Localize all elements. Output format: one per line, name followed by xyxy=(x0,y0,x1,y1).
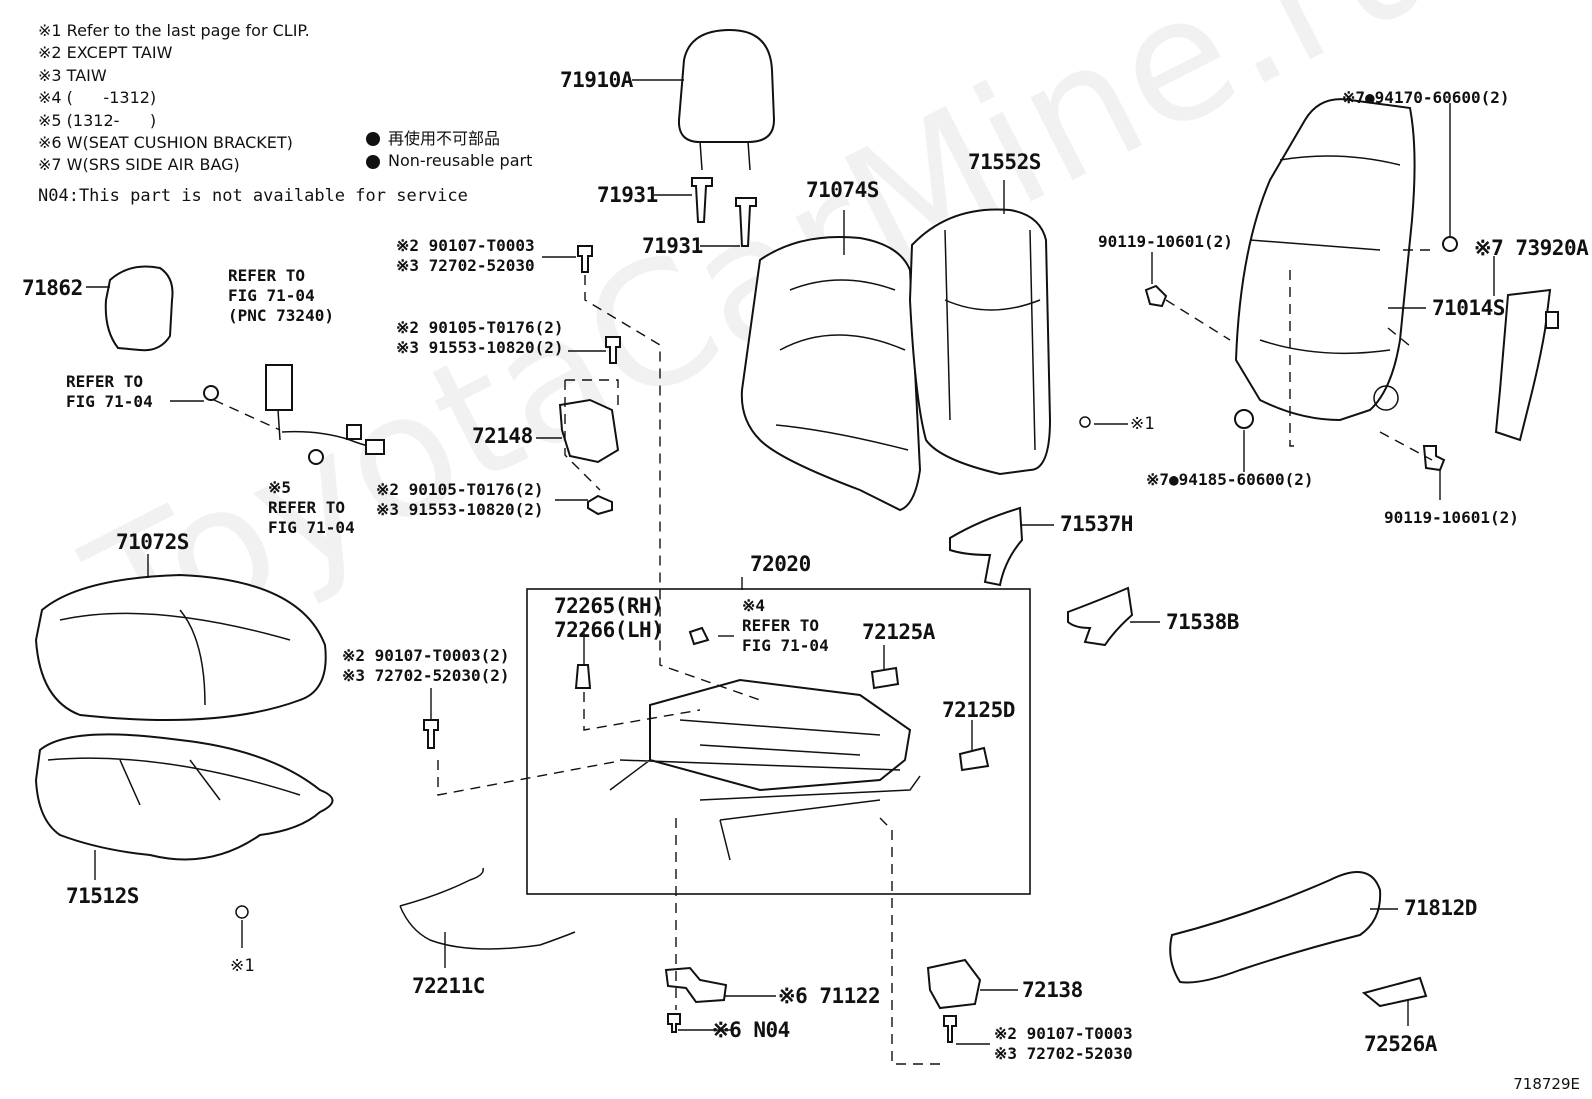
cushion-pad-71512S xyxy=(34,733,334,861)
seat-track-group-box xyxy=(526,588,1031,895)
footnote: ※2 EXCEPT TAIW xyxy=(38,43,173,63)
cover-72526A xyxy=(1361,976,1428,1008)
filled-circle-icon xyxy=(366,154,380,169)
cover-71862 xyxy=(104,265,174,352)
bolts xyxy=(423,245,1446,1043)
clip-72265 xyxy=(574,664,592,689)
cover-72138 xyxy=(926,958,982,1010)
part-label: 71812D xyxy=(1404,896,1477,920)
cover-71537H xyxy=(949,506,1024,587)
footnote: ※5 (1312- ) xyxy=(38,110,157,130)
part-label: ※6 N04 xyxy=(712,1018,790,1042)
nut xyxy=(203,385,219,401)
headrest-71910A xyxy=(677,28,776,171)
footnote: ※3 TAIW xyxy=(38,65,107,85)
part-label: 71512S xyxy=(66,884,139,908)
part-label: ※7●94170-60600(2) xyxy=(1342,88,1510,107)
part-label: 71910A xyxy=(560,68,633,92)
part-label: 72138 xyxy=(1022,978,1083,1002)
seatback-frame-71014S xyxy=(1234,98,1416,422)
part-label: 71537H xyxy=(1060,512,1133,536)
part-label: 90119-10601(2) xyxy=(1098,232,1233,251)
connector-72125A xyxy=(870,666,900,690)
leader-lines xyxy=(86,79,1495,1045)
bolt-label: ※2 90107-T0003 ※3 72702-52030 xyxy=(994,1024,1133,1063)
bolt-label: ※2 90105-T0176(2) ※3 91553-10820(2) xyxy=(376,480,544,519)
refer-note: ※5 REFER TO FIG 71-04 xyxy=(268,478,355,537)
cover-71538B xyxy=(1067,586,1134,647)
part-label: 71538B xyxy=(1166,610,1239,634)
bracket-72148 xyxy=(558,398,620,464)
bolt-label: ※2 90107-T0003 ※3 72702-52030 xyxy=(396,236,535,275)
refer-note: REFER TO FIG 71-04 (PNC 73240) xyxy=(228,266,334,325)
part-label: 72020 xyxy=(750,552,811,576)
clip-icon xyxy=(235,905,249,919)
filled-circle-icon xyxy=(366,132,380,147)
nut-94185 xyxy=(1234,409,1254,429)
clip-label: ※1 xyxy=(230,956,255,976)
part-label: 72125D xyxy=(942,698,1015,722)
airbag-73920A xyxy=(1494,288,1552,442)
part-label: 72148 xyxy=(472,424,533,448)
part-label: 71014S xyxy=(1432,296,1505,320)
part-label: 71072S xyxy=(116,530,189,554)
legend-item: Non-reusable part xyxy=(366,150,532,172)
cushion-cover-71072S xyxy=(34,573,327,721)
legend-item: 再使用不可部品 xyxy=(366,128,532,150)
seatback-pad-71552S xyxy=(908,208,1052,476)
part-label: ※7●94185-60600(2) xyxy=(1146,470,1314,489)
legend-text: 再使用不可部品 xyxy=(388,129,501,148)
part-label: ※7 73920A xyxy=(1474,236,1589,260)
seat-belt-buckle xyxy=(265,364,386,455)
bracket-71122 xyxy=(664,966,728,1004)
part-label: 72211C xyxy=(412,974,485,998)
airbag-connector xyxy=(1545,311,1559,329)
part-label: 72526A xyxy=(1364,1032,1437,1056)
footnote: ※7 W(SRS SIDE AIR BAG) xyxy=(38,155,240,175)
clip-icon xyxy=(1079,416,1091,428)
part-refer-4 xyxy=(688,626,710,646)
refer-note: REFER TO FIG 71-04 xyxy=(66,372,153,411)
footnotes: ※1 Refer to the last page for CLIP. ※2 E… xyxy=(38,20,310,177)
nut-94170 xyxy=(1442,236,1458,252)
bolt-label: ※2 90107-T0003(2) ※3 72702-52030(2) xyxy=(342,646,510,685)
part-label: 72125A xyxy=(862,620,935,644)
part-label: 71552S xyxy=(968,150,1041,174)
headrest-guide-71931 xyxy=(691,177,757,247)
shield-71812D xyxy=(1169,871,1382,984)
seatback-cover-71074S xyxy=(740,235,922,512)
legend: 再使用不可部品 Non-reusable part xyxy=(366,128,532,173)
part-label: 71931 xyxy=(642,234,703,258)
seat-track-frame-72020 xyxy=(609,678,921,861)
refer-note: ※4 REFER TO FIG 71-04 xyxy=(742,596,829,655)
wire-72211C xyxy=(399,867,576,950)
clip xyxy=(308,449,324,465)
part-label: 71931 xyxy=(597,183,658,207)
n04-note: N04:This part is not available for servi… xyxy=(38,186,468,206)
legend-text: Non-reusable part xyxy=(388,151,533,171)
bolt-label: ※2 90105-T0176(2) ※3 91553-10820(2) xyxy=(396,318,564,357)
footnote: ※6 W(SEAT CUSHION BRACKET) xyxy=(38,133,293,153)
diagram-code: 718729E xyxy=(1513,1075,1580,1093)
assembly-dash-lines xyxy=(213,249,1433,1065)
part-label: 71862 xyxy=(22,276,83,300)
part-label: 71074S xyxy=(806,178,879,202)
part-label: ※6 71122 xyxy=(778,984,881,1008)
part-label: 90119-10601(2) xyxy=(1384,508,1519,527)
part-label: 72265(RH) 72266(LH) xyxy=(554,594,664,642)
connector-72125D xyxy=(958,746,990,772)
footnote: ※4 ( -1312) xyxy=(38,88,157,108)
footnote: ※1 Refer to the last page for CLIP. xyxy=(38,21,310,40)
clip-label: ※1 xyxy=(1130,414,1155,434)
